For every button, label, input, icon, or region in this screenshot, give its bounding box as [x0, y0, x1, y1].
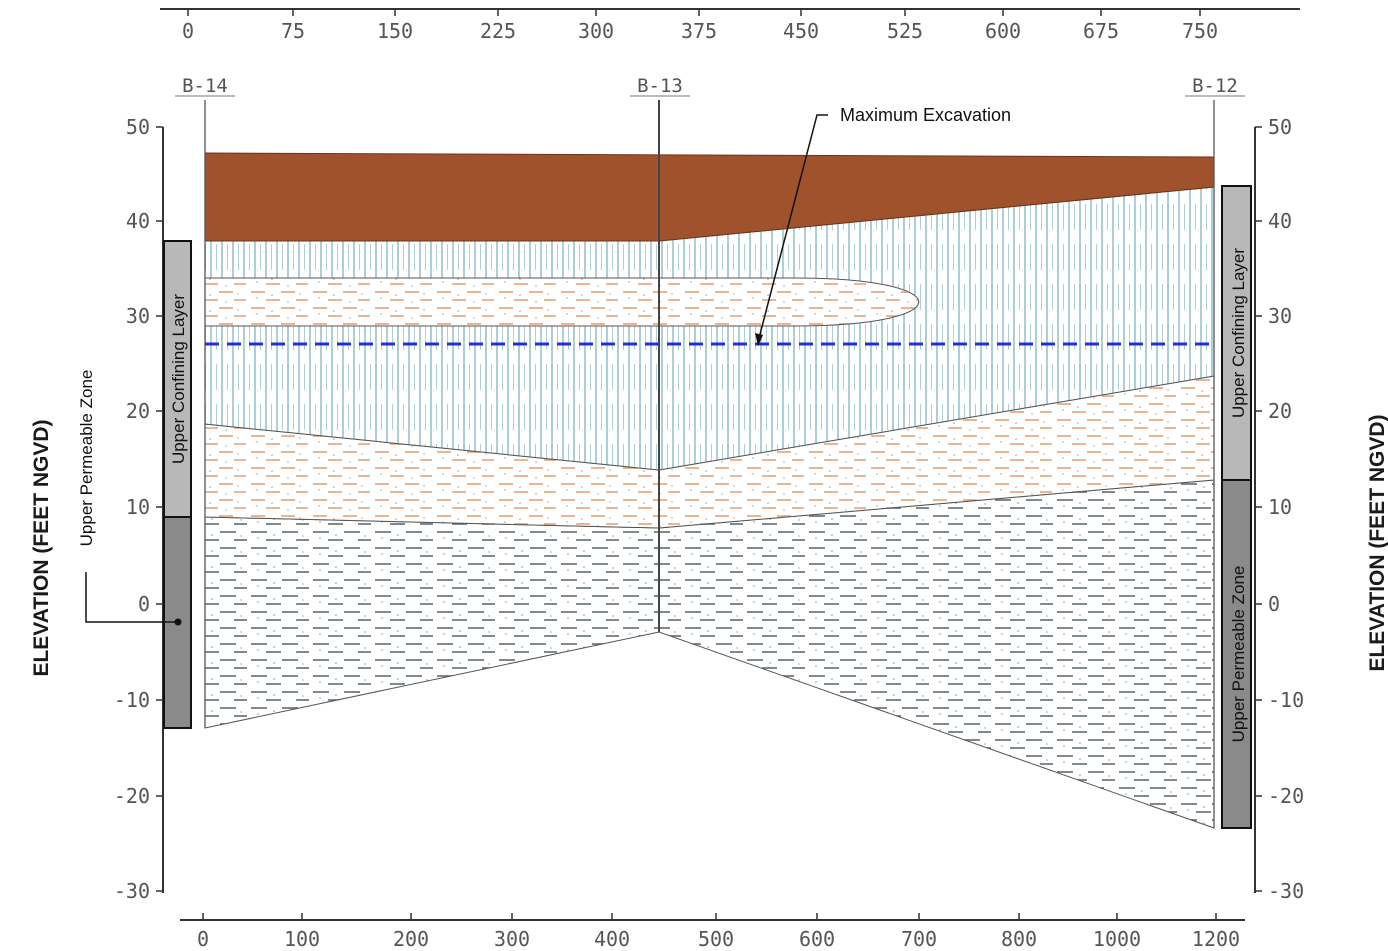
- left-upper-permeable-label: Upper Permeable Zone: [77, 370, 96, 547]
- bottom-axis-tick-label: 700: [901, 927, 937, 951]
- top-axis-tick-label: 675: [1083, 19, 1119, 43]
- right-axis-tick-label: -30: [1268, 879, 1304, 903]
- bottom-axis-tick-label: 800: [1001, 927, 1037, 951]
- left-axis-ticks: 50 40 30 20 10 0 -10 -20 -30: [114, 115, 163, 903]
- sand-lens: [204, 277, 920, 327]
- left-upper-confining-label: Upper Confining Layer: [169, 294, 188, 464]
- top-axis-tick-label: 300: [578, 19, 614, 43]
- left-permeable-leader-dot: [174, 618, 182, 626]
- bottom-axis-tick-label: 500: [698, 927, 734, 951]
- left-axis-tick-label: 10: [126, 495, 150, 519]
- top-axis-tick-label: 150: [377, 19, 413, 43]
- left-axis-tick-label: 30: [126, 304, 150, 328]
- max-excavation-label: Maximum Excavation: [840, 105, 1011, 125]
- left-axis-tick-label: 0: [138, 592, 150, 616]
- lower-sand-unit: [204, 479, 1215, 829]
- right-axis-ticks: 50 40 30 20 10 0 -10 -20 -30: [1255, 115, 1304, 903]
- right-axis-tick-label: -20: [1268, 784, 1304, 808]
- left-axis-tick-label: -30: [114, 879, 150, 903]
- right-upper-permeable-label: Upper Permeable Zone: [1229, 566, 1248, 743]
- right-axis-tick-label: 0: [1268, 592, 1280, 616]
- bottom-axis-tick-label: 200: [393, 927, 429, 951]
- right-axis-tick-label: 10: [1268, 495, 1292, 519]
- right-axis-tick-label: -10: [1268, 688, 1304, 712]
- bottom-axis-tick-label: 600: [799, 927, 835, 951]
- bottom-axis-tick-label: 300: [494, 927, 530, 951]
- left-permeable-leader: [85, 572, 178, 623]
- left-axis-tick-label: 20: [126, 399, 150, 423]
- top-axis-tick-label: 0: [182, 19, 194, 43]
- max-excavation-arrowhead: [755, 333, 763, 346]
- bottom-axis-tick-label: 400: [594, 927, 630, 951]
- right-permeable-bar: [1221, 479, 1252, 829]
- top-axis-ticks: 0 75 150 225 300 375 450 525 600 675 750: [182, 9, 1218, 43]
- boring-label-b12: B-12: [1192, 75, 1238, 97]
- top-axis-tick-label: 525: [887, 19, 923, 43]
- right-axis-tick-label: 20: [1268, 399, 1292, 423]
- bottom-axis-ticks: 0 100 200 300 400 500 600 700 800 1000 1200: [197, 913, 1240, 951]
- right-axis-tick-label: 40: [1268, 209, 1292, 233]
- bottom-axis-tick-label: 1000: [1093, 927, 1141, 951]
- left-axis-tick-label: 50: [126, 115, 150, 139]
- left-axis-tick-label: 40: [126, 209, 150, 233]
- left-elevation-title: ELEVATION (FEET NGVD): [30, 419, 53, 676]
- top-axis-tick-label: 600: [985, 19, 1021, 43]
- left-axis-tick-label: -20: [114, 784, 150, 808]
- max-excavation-leader: [757, 114, 828, 343]
- boring-label-b13: B-13: [637, 75, 683, 97]
- top-axis-tick-label: 375: [681, 19, 717, 43]
- right-upper-confining-label: Upper Confining Layer: [1229, 248, 1248, 418]
- bottom-axis-tick-label: 0: [197, 927, 209, 951]
- boring-label-b14: B-14: [182, 75, 228, 97]
- right-axis-tick-label: 30: [1268, 304, 1292, 328]
- right-axis-tick-label: 50: [1268, 115, 1292, 139]
- top-axis-tick-label: 225: [480, 19, 516, 43]
- bottom-axis-tick-label: 1200: [1192, 927, 1240, 951]
- right-elevation-title: ELEVATION (FEET NGVD): [1366, 414, 1388, 671]
- left-axis-tick-label: -10: [114, 688, 150, 712]
- top-axis-tick-label: 75: [281, 19, 305, 43]
- top-axis-tick-label: 750: [1182, 19, 1218, 43]
- bottom-axis-tick-label: 100: [284, 927, 320, 951]
- right-confining-bar: [1221, 185, 1252, 481]
- top-axis-tick-label: 450: [783, 19, 819, 43]
